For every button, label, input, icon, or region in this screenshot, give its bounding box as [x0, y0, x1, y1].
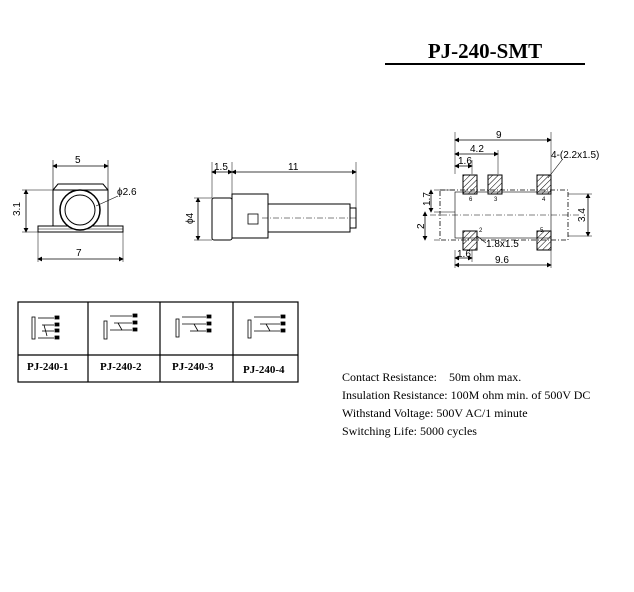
footprint-right-height-label: 3.4 — [577, 208, 588, 222]
side-height-label: ϕ4 — [185, 212, 196, 224]
specifications: Contact Resistance: 50m ohm max. Insulat… — [342, 368, 622, 440]
spec-withstand-voltage: Withstand Voltage: 500V AC/1 minute — [342, 406, 528, 420]
pin-label: 5 — [540, 228, 544, 234]
front-height-label: 3.1 — [12, 202, 23, 216]
pin-label: 4 — [542, 197, 546, 203]
schematic-pj-240-1 — [31, 315, 60, 340]
spec-insulation-resistance: Insulation Resistance: 100M ohm min. of … — [342, 388, 591, 402]
footprint-view: 9 4.2 1.6 4-(2.2x1.5) 6 3 4 2 5 1.7 — [416, 130, 599, 268]
spec-contact-resistance: Contact Resistance: 50m ohm max. — [342, 370, 522, 384]
side-view: 1.5 11 ϕ4 — [185, 162, 358, 241]
front-view: 5 3.1 ϕ2.6 7 — [12, 155, 137, 262]
pin-label: 2 — [479, 228, 483, 234]
footprint-left-height-label: 2 — [416, 223, 427, 229]
footprint-total-width-label: 9 — [496, 130, 502, 141]
schematic-pj-240-2 — [103, 313, 138, 340]
page-title: PJ-240-SMT — [427, 39, 543, 63]
schematic-pj-240-3 — [175, 314, 212, 338]
footprint-bottom-offset-label: 1.6 — [457, 249, 471, 260]
footprint-bottom-width-label: 9.6 — [495, 255, 509, 266]
variant-label: PJ-240-1 — [27, 361, 69, 373]
variant-table: PJ-240-1 PJ-240-2 PJ-240-3 PJ-240-4 — [17, 301, 299, 383]
spec-switching-life: Switching Life: 5000 cycles — [342, 424, 477, 438]
side-left-label: 1.5 — [214, 162, 228, 173]
schematic-pj-240-4 — [247, 314, 286, 339]
side-length-label: 11 — [288, 162, 299, 173]
front-base-width-label: 7 — [76, 248, 82, 259]
pin-label: 3 — [494, 197, 498, 203]
footprint-pad-width-label: 1.6 — [458, 156, 472, 167]
variant-label: PJ-240-3 — [172, 361, 214, 373]
footprint-offset-label: 4.2 — [470, 144, 484, 155]
pin-label: 6 — [469, 197, 473, 203]
footprint-pad-size-label: 4-(2.2x1.5) — [551, 150, 599, 161]
variant-label: PJ-240-4 — [243, 364, 285, 376]
footprint-small-pad-label: 1.8x1.5 — [486, 239, 519, 250]
title-underline — [385, 63, 585, 65]
footprint-height-label: 1.7 — [422, 192, 433, 206]
front-width-label: 5 — [75, 155, 81, 166]
front-diameter-label: ϕ2.6 — [117, 187, 137, 198]
variant-label: PJ-240-2 — [100, 361, 142, 373]
